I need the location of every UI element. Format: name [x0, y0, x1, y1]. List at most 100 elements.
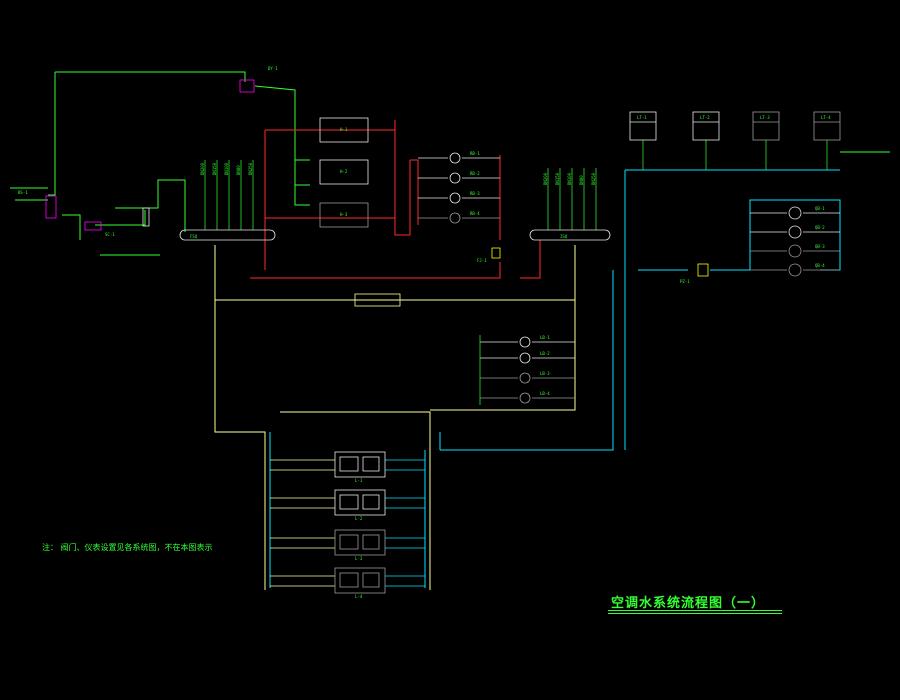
chiller-tag-1: L-1	[355, 478, 363, 483]
manifold-left-branch-label-1: DN200	[200, 162, 205, 175]
hot-water-pump-tag-2: RB-2	[470, 171, 480, 176]
chilled-pump-3	[519, 372, 531, 384]
cooling-pump-4	[788, 263, 802, 277]
chiller-4	[334, 567, 386, 594]
chilled-pump-2	[519, 352, 531, 364]
chilled-pump-tag-1: LB-1	[540, 335, 550, 340]
heat-exchanger-3	[319, 202, 369, 228]
makeup-pipe-right	[254, 85, 296, 140]
chiller-compressor-4	[339, 572, 359, 588]
manifold-right-branch-label-2: DN150	[555, 172, 560, 185]
hot-pipe-right	[394, 120, 411, 236]
cooling-pump-3	[788, 244, 802, 258]
supply-bypass	[215, 245, 576, 301]
bypass-valve-station	[354, 293, 401, 307]
chiller-1	[334, 451, 386, 478]
makeup-feed	[115, 179, 186, 232]
chiller-compressor-1	[339, 456, 359, 472]
manifold-left-branch-label-4: DN80	[236, 165, 241, 175]
cooling-tower-4	[813, 111, 841, 141]
heat-exchanger-tag-2: H-2	[340, 169, 348, 174]
chiller-condenser-3	[362, 534, 380, 550]
chilled-pump-tag-2: LB-2	[540, 351, 550, 356]
chiller-condenser-1	[362, 456, 380, 472]
softener-pipe	[62, 214, 81, 240]
manifold-right	[529, 229, 611, 241]
chilled-pump-tag-4: LB-4	[540, 391, 550, 396]
hot-pipe-bottom	[250, 262, 501, 279]
hot-water-pump-2	[449, 172, 461, 184]
chilled-pump-4	[519, 392, 531, 404]
hot-pipe-pumps	[410, 159, 419, 225]
cooling-tower-1	[629, 111, 657, 141]
cooling-expansion-unit	[697, 263, 709, 277]
hot-water-pump-1	[449, 152, 461, 164]
chiller-2	[334, 489, 386, 516]
cooling-pump-tag-3: QB-3	[815, 244, 825, 249]
hot-pipe-right-return	[520, 240, 541, 279]
chiller-condenser-2	[362, 494, 380, 510]
return-main	[440, 270, 614, 451]
hot-water-pump-3	[449, 192, 461, 204]
cooling-tower-2	[692, 111, 720, 141]
tag-sc-1: SC-1	[105, 232, 115, 237]
heat-exchanger-1	[319, 117, 369, 143]
manifold-right-branch-label-4: DN80	[579, 175, 584, 185]
chiller-3	[334, 529, 386, 556]
supply-to-chillers	[430, 300, 576, 411]
chilled-pump-1	[519, 336, 531, 348]
makeup-pipe-top	[55, 71, 246, 82]
chiller-tag-2: L-2	[355, 516, 363, 521]
heat-exchanger-2	[319, 159, 369, 185]
softener-outlet	[95, 210, 146, 226]
tag-fj-1: FJ-1	[477, 258, 487, 263]
chiller-tag-3: L-3	[355, 556, 363, 561]
water-treatment-tank	[45, 195, 57, 219]
manifold-left	[179, 229, 276, 241]
manifold-right-tag: JSQ	[560, 234, 568, 239]
supply-main-right	[280, 411, 431, 590]
hot-water-pump-tag-3: RB-3	[470, 191, 480, 196]
cooling-pump-2	[788, 225, 802, 239]
title-underline-1	[608, 610, 782, 611]
chiller-tag-4: L-4	[355, 594, 363, 599]
manifold-right-branch-label-3: DN100	[567, 172, 572, 185]
cooling-pump-tag-4: QB-4	[815, 263, 825, 268]
cooling-tower-3	[752, 111, 780, 141]
manifold-right-branch-label-5: DN250	[591, 172, 596, 185]
chiller-condenser-4	[362, 572, 380, 588]
expansion-tank	[239, 79, 255, 93]
manifold-left-tag: FSQ	[190, 234, 198, 239]
cooling-pump-tag-1: QB-1	[815, 206, 825, 211]
manifold-right-branch-label-1: DN200	[543, 172, 548, 185]
hot-water-expansion-unit	[491, 247, 501, 259]
cooling-pump-tag-2: QB-2	[815, 225, 825, 230]
tag-dy-1: DY-1	[268, 66, 278, 71]
cooling-tower-tag-2: LT-2	[700, 115, 710, 120]
cooling-tower-tag-1: LT-1	[637, 115, 647, 120]
hot-water-pump-tag-4: RB-4	[470, 211, 480, 216]
title-underline-2	[608, 613, 782, 614]
exchanger-feed	[294, 140, 310, 206]
drawing-note: 注： 阀门、仪表设置见各系统图，不在本图表示	[42, 543, 213, 552]
softener	[84, 221, 102, 231]
supply-main-left	[214, 245, 266, 590]
makeup-pipe	[48, 72, 56, 196]
manifold-left-branch-label-5: DN250	[248, 162, 253, 175]
cooling-tower-tag-3: LT-3	[760, 115, 770, 120]
cooling-pump-1	[788, 206, 802, 220]
manifold-left-branch-label-2: DN150	[212, 162, 217, 175]
manifold-left-branch-label-3: DN100	[224, 162, 229, 175]
heat-exchanger-tag-3: H-3	[340, 212, 348, 217]
heat-exchanger-tag-1: H-1	[340, 127, 348, 132]
drawing-title: 空调水系统流程图（一）	[611, 596, 766, 611]
chilled-pump-tag-3: LB-3	[540, 371, 550, 376]
filter-column	[142, 207, 150, 227]
hot-water-pump-4	[449, 212, 461, 224]
cooling-tower-tag-4: LT-4	[821, 115, 831, 120]
tag-bs-1: BS-1	[18, 190, 28, 195]
chiller-compressor-2	[339, 494, 359, 510]
hot-water-pump-tag-1: RB-1	[470, 151, 480, 156]
chiller-compressor-3	[339, 534, 359, 550]
